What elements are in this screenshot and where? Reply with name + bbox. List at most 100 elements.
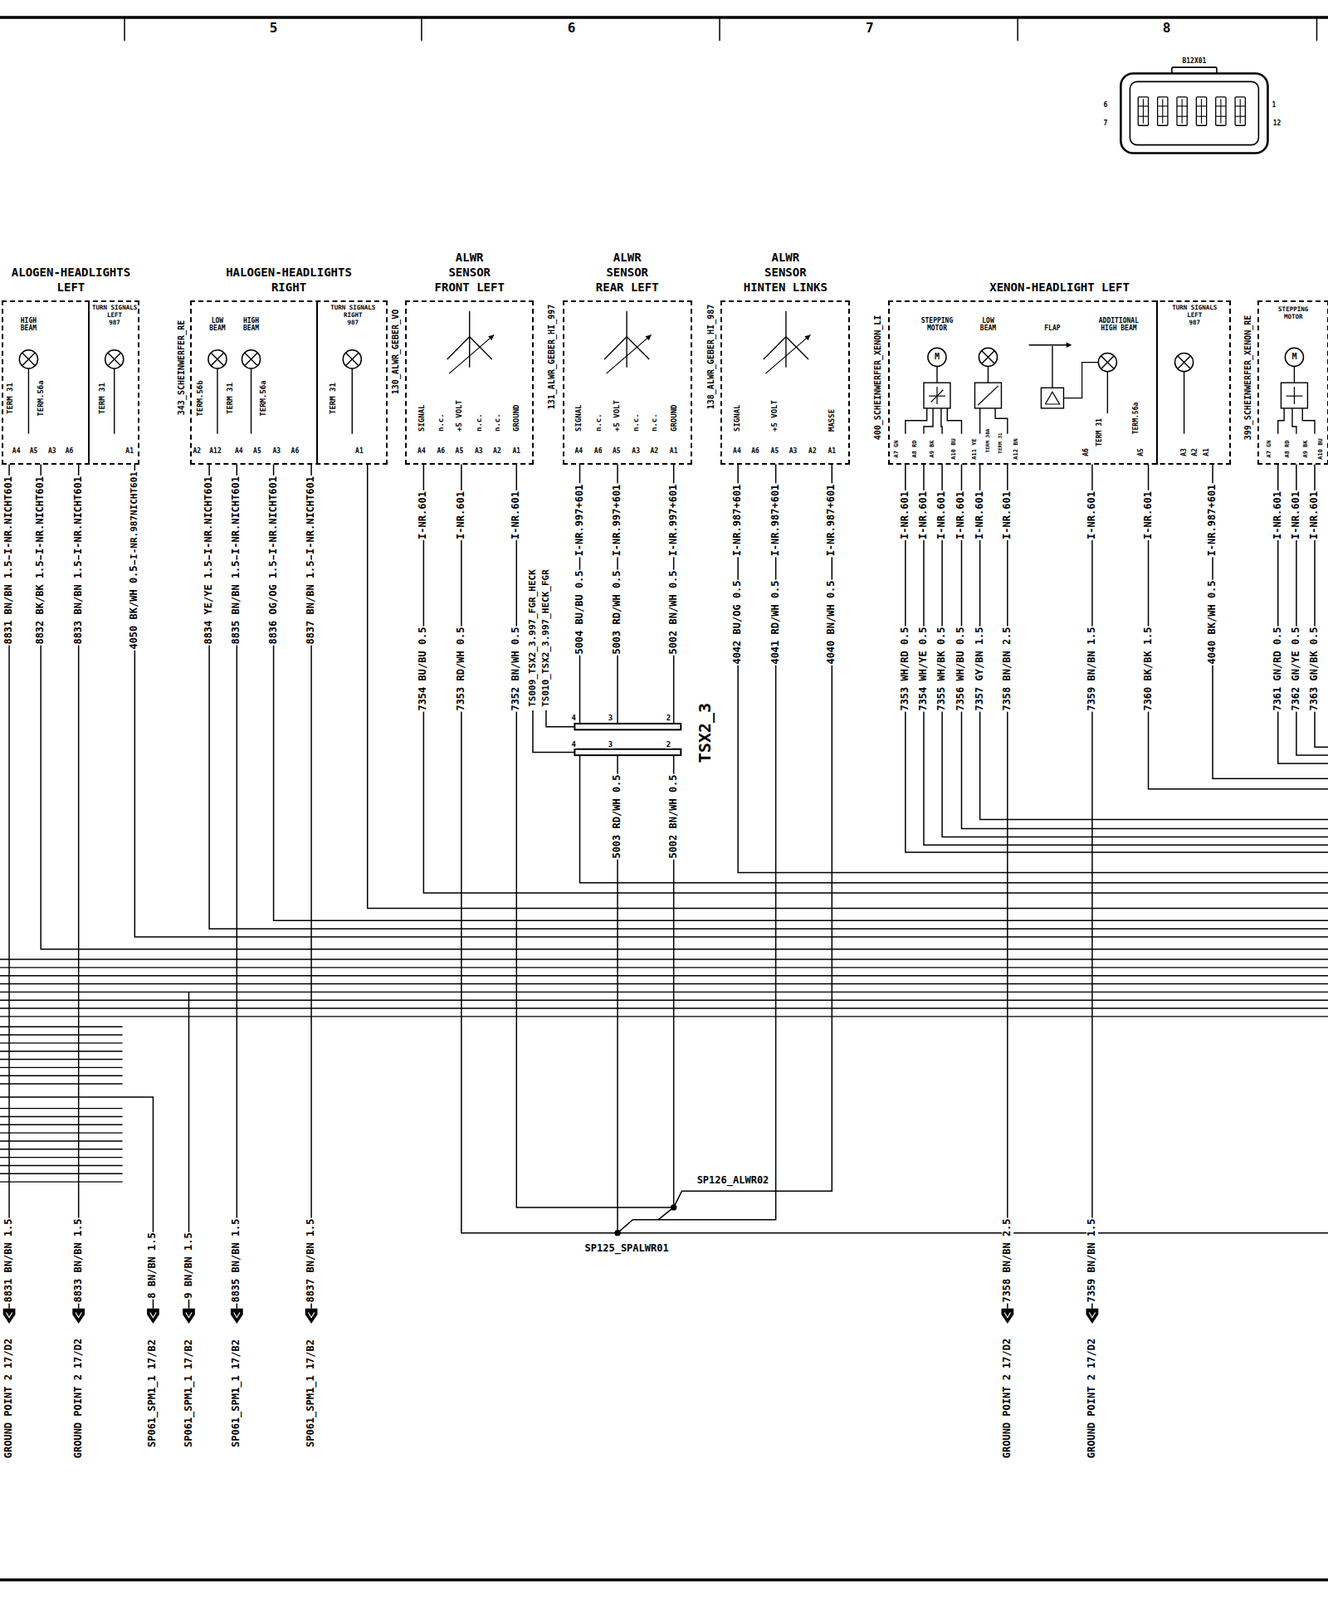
lamp-symbol [342, 350, 362, 369]
frame-tick [123, 17, 126, 41]
pin-label: A5 [1137, 447, 1145, 458]
ground-symbol [72, 1308, 85, 1324]
pin-label: A5 [611, 447, 622, 455]
wire-label: 8835 BN/BN 1.5 [230, 1217, 243, 1304]
connector-pin [1157, 97, 1168, 126]
text-line: XENON-HEADLIGHT LEFT [989, 279, 1130, 295]
sensor-symbol [449, 334, 494, 374]
text-line: FRONT LEFT [434, 279, 505, 295]
text-line: HIGH [20, 317, 37, 325]
internal-wire [1293, 366, 1295, 384]
ground-label: GROUND POINT 2 17/D2 [1001, 1337, 1014, 1460]
wire [0, 1067, 123, 1069]
arrow-head [645, 334, 652, 341]
wire [273, 464, 1328, 922]
text-line: SENSOR [743, 264, 828, 280]
lamp-symbol [22, 352, 36, 367]
text-line: BEAM [209, 324, 225, 332]
wire-label: I-NR.601 [936, 490, 948, 541]
text-line: LEFT [92, 311, 137, 319]
pin-label: A4 [11, 447, 22, 455]
wire [905, 464, 1328, 853]
function-label: HIGH BEAM [242, 317, 260, 332]
splice-dot [670, 1204, 677, 1211]
connector-housing [1129, 81, 1259, 145]
wire-label: 4040 BK/WH 0.5 [1206, 580, 1219, 666]
component-subtitle: STEPPING MOTOR [1278, 305, 1309, 321]
wire-label: I-NR.NICHT601 [73, 475, 85, 556]
terminal-label: TERM 31 [997, 431, 1004, 455]
internal-wire [28, 368, 30, 435]
ground-symbol [1000, 1308, 1014, 1324]
ground-symbol [1088, 1313, 1095, 1319]
wire-label: 8831 BN/BN 1.5 [3, 559, 15, 645]
lamp-symbol [210, 352, 225, 367]
text-line: STEPPING [1278, 305, 1309, 313]
connector-pin [1201, 98, 1202, 124]
wire [0, 1059, 123, 1060]
frame-line [0, 1578, 1328, 1582]
function-label: n.c. [649, 413, 659, 434]
lamp-symbol [107, 352, 122, 367]
internal-wire [1107, 371, 1109, 414]
wire-label: 7361 GN/RD 0.5 [1272, 625, 1285, 712]
connector-label: SP126_ALWR02 [696, 1175, 771, 1187]
component-title: ALWR SENSOR REAR LEFT [595, 249, 660, 296]
column-number: 6 [566, 20, 577, 36]
text-line: LOW [980, 317, 996, 325]
wire [923, 464, 1328, 846]
wire-label: 5003 RD/WH 0.5 [611, 773, 624, 860]
wire [1278, 464, 1328, 764]
lamp-symbol [345, 352, 359, 367]
text-line: BEAM [20, 324, 37, 332]
ballast-symbol [977, 385, 999, 406]
wire-label: 8835 BN/BN 1.5 [230, 559, 243, 645]
internal-wire [995, 408, 1008, 435]
function-label: LOW BEAM [208, 317, 226, 332]
terminal-label: TERM 31 [97, 381, 107, 415]
text-line: 987 [330, 318, 376, 327]
wire-label: 7357 GY/BN 1.5 [974, 625, 987, 712]
wire [532, 710, 575, 752]
wire [617, 464, 777, 1234]
pin-label: A12 BN [1012, 437, 1020, 460]
text-line: LEFT [1171, 311, 1217, 319]
wire-label: 9 BN/BN 1.5 [183, 1231, 196, 1299]
wire-label: 7354 BU/BU 0.5 [417, 625, 430, 712]
pin-label: A6 [593, 447, 604, 455]
terminal-label: TERM.56a [36, 379, 45, 417]
ground-symbol [234, 1313, 240, 1319]
flap-actuator-symbol [1040, 387, 1064, 409]
internal-wire [351, 368, 353, 435]
sensor-symbol [604, 336, 627, 360]
reference-label: 400_SCHEINWERFER_XENON_LI [873, 314, 884, 442]
wire [0, 1050, 123, 1052]
wire-label: I-NR.997+601 [668, 483, 680, 558]
internal-wire [1183, 371, 1185, 435]
text-line: LEFT [11, 279, 131, 295]
wire [980, 464, 1328, 821]
wire-label: I-NR.601 [974, 490, 987, 541]
internal-wire [947, 408, 962, 435]
wire [0, 1042, 123, 1044]
wire-label: 8837 BN/BN 1.5 [305, 559, 318, 645]
ground-label: GROUND POINT 2 17/D2 [3, 1337, 15, 1460]
ground-symbol [185, 1313, 192, 1319]
connector-pin [1176, 105, 1187, 107]
internal-wire [941, 408, 943, 435]
text-line: HIGH [243, 317, 259, 325]
pin-label: A12 [208, 447, 222, 455]
lamp-symbol [105, 350, 124, 369]
wire [0, 975, 1328, 977]
wire [0, 1132, 123, 1133]
wire-label: I-NR.601 [956, 490, 968, 541]
text-line: ALOGEN-HEADLIGHTS [11, 264, 131, 280]
connector-pin [1215, 105, 1226, 107]
component-box: ALWR SENSOR REAR LEFT [562, 300, 693, 465]
arrow-head [804, 334, 811, 341]
pin-label: A6 [1082, 447, 1090, 458]
lamp-symbol [1101, 356, 1115, 370]
lamp-symbol [244, 352, 259, 367]
ground-label: SP061_SPM1_1 17/B2 [305, 1338, 318, 1449]
